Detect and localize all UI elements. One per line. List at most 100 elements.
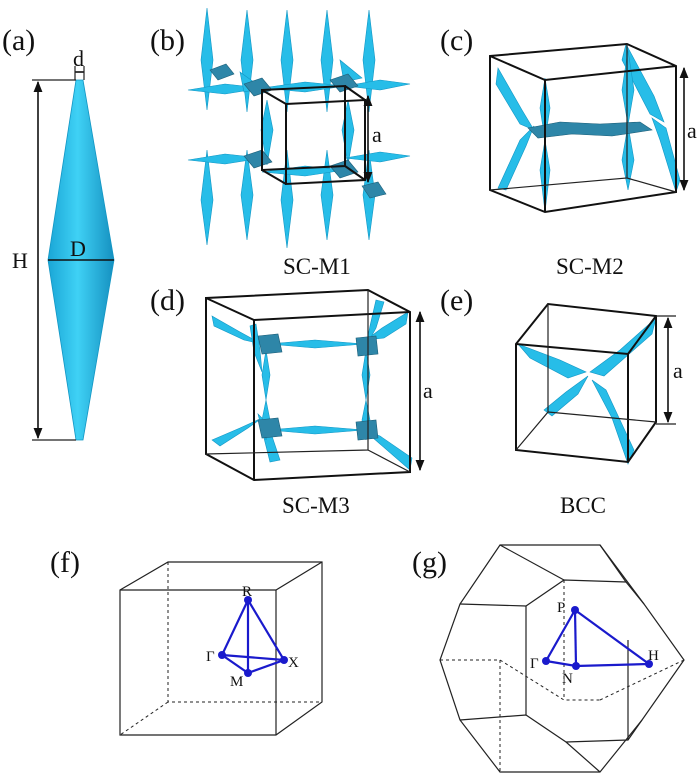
b-dimension-label: a	[372, 122, 382, 147]
strut	[280, 9, 294, 113]
bz-edge	[599, 544, 627, 583]
symmetry-path-edge	[221, 653, 285, 662]
panel-e-tag: (e)	[440, 284, 473, 317]
e-dimension-label: a	[673, 358, 683, 383]
point-R-marker	[244, 596, 252, 604]
bcc-brillouin-zone	[439, 544, 685, 773]
panel-e: (e) a BCC	[440, 284, 683, 518]
unit-cell-front	[261, 84, 346, 172]
unit-cell-edge	[261, 89, 287, 105]
cell-back-edge	[626, 177, 677, 193]
strut	[200, 149, 214, 246]
symmetry-path-outline	[544, 608, 653, 668]
unit-cell-edge	[344, 165, 366, 181]
bz-hidden-edge	[167, 562, 322, 703]
sc-brillouin-zone	[119, 561, 323, 736]
d-label: d	[73, 46, 84, 71]
bcc-cell	[515, 302, 657, 465]
strut	[621, 43, 665, 123]
strut	[261, 349, 271, 401]
point-gamma-label: Γ	[530, 656, 539, 672]
point-gamma-label: Γ	[206, 649, 215, 665]
point-gamma-marker	[218, 651, 226, 659]
strut	[249, 323, 263, 373]
strut	[267, 339, 365, 349]
strut	[320, 9, 334, 113]
panel-c-tag: (c)	[440, 24, 473, 57]
cell-outline	[515, 302, 657, 464]
node-plate	[243, 149, 273, 169]
bcc-symmetry-path	[542, 606, 653, 670]
node-plate	[329, 159, 359, 179]
strut	[589, 317, 657, 377]
node-plate	[209, 63, 235, 81]
strut	[200, 7, 214, 111]
strut	[361, 349, 371, 401]
unit-cell-edge	[261, 169, 287, 185]
strut	[267, 425, 365, 435]
sc-m1-lattice	[187, 7, 411, 249]
c-caption: SC-M2	[556, 254, 624, 279]
bz-outline	[119, 561, 323, 736]
bz-hidden-edge	[119, 701, 169, 736]
unit-cell-edge	[344, 85, 366, 101]
strut	[362, 9, 376, 113]
point-M-marker	[244, 669, 252, 677]
panel-a-tag: (a)	[2, 24, 35, 57]
cell-edge	[489, 55, 677, 82]
D-label: D	[70, 236, 86, 261]
node-plate	[527, 121, 653, 139]
sc-symmetry-path	[218, 596, 288, 677]
strut	[495, 67, 535, 131]
bz-edge	[499, 544, 565, 581]
strut	[240, 9, 254, 113]
point-H-marker	[645, 660, 653, 668]
node-plate	[257, 417, 283, 439]
sc-m3-cell	[205, 288, 413, 482]
strut	[240, 149, 254, 241]
point-R-label: R	[242, 584, 252, 600]
bz-edge	[565, 719, 643, 743]
symmetry-path-edge	[573, 609, 578, 667]
panel-a: (a) d D H	[2, 24, 115, 441]
panel-c: (c) a SC-M2	[440, 24, 697, 279]
d-caption: SC-M3	[282, 493, 350, 518]
cell-back-edge	[547, 411, 657, 423]
bz-hidden-edge	[440, 659, 600, 701]
cell-back-edge	[515, 304, 549, 451]
c-dimension-label: a	[687, 118, 697, 143]
point-M-label: M	[230, 674, 243, 690]
strut	[543, 375, 589, 417]
panel-b: (b)	[150, 7, 411, 279]
strut	[344, 151, 411, 163]
panel-f-tag: (f)	[50, 546, 80, 579]
strut	[320, 149, 334, 241]
bz-edge	[459, 714, 601, 773]
bz-edge	[120, 561, 323, 591]
e-caption: BCC	[560, 493, 606, 518]
strut	[591, 379, 635, 465]
panel-g-tag: (g)	[412, 546, 447, 579]
panel-f: (f) R Γ M X	[50, 546, 323, 736]
bz-edge	[459, 579, 645, 607]
point-X-label: X	[288, 655, 299, 671]
strut	[341, 99, 355, 166]
panel-d-tag: (d)	[150, 284, 185, 317]
node-plate	[361, 181, 387, 199]
point-N-marker	[572, 662, 580, 670]
point-X-marker	[280, 656, 288, 664]
node-plate	[355, 335, 379, 357]
strut	[621, 124, 635, 191]
b-caption: SC-M1	[283, 254, 351, 279]
point-gamma-marker	[542, 657, 550, 665]
cell-back-edge	[367, 449, 411, 473]
node-plate	[329, 73, 359, 93]
panel-b-tag: (b)	[150, 24, 185, 57]
point-H-label: H	[648, 648, 659, 664]
d-dimension-label: a	[423, 378, 433, 403]
point-P-label: P	[557, 600, 565, 616]
node-plate	[257, 333, 283, 355]
symmetry-path-outline	[220, 597, 286, 675]
node-plate	[355, 419, 379, 441]
